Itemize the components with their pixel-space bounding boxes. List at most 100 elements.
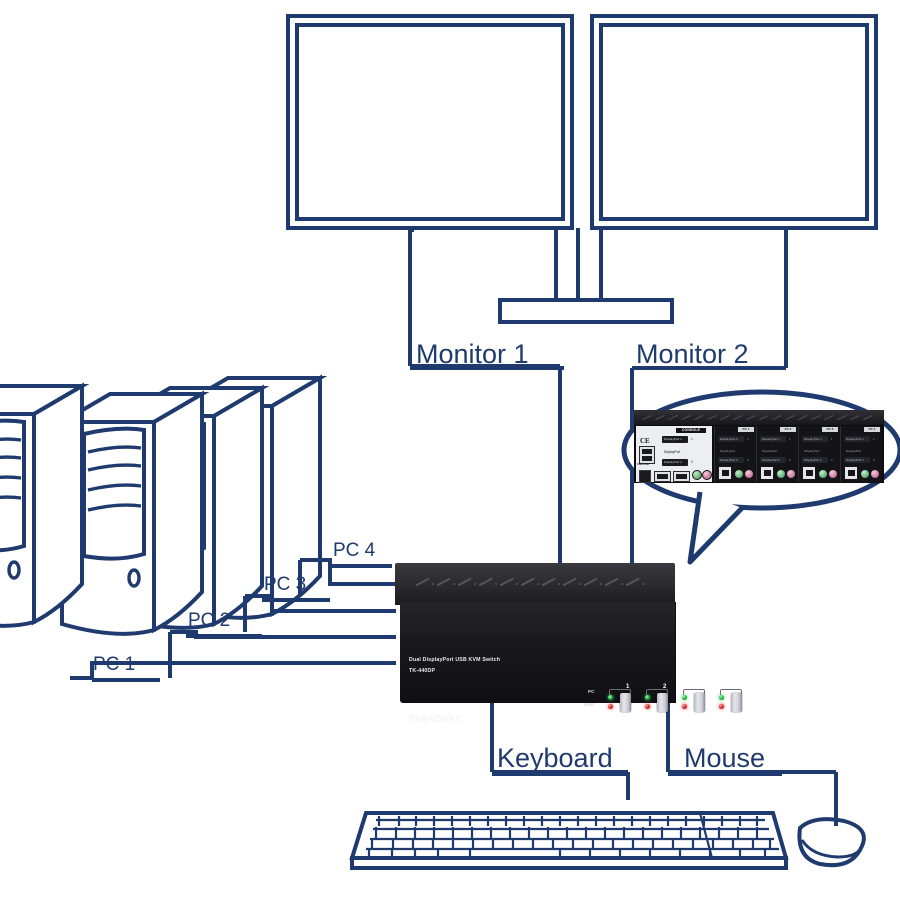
pc4-speaker-jack[interactable] bbox=[860, 469, 870, 479]
port-bracket-3 bbox=[683, 689, 705, 695]
pc1-displayport-2[interactable]: DisplayPort 2 bbox=[718, 457, 744, 463]
pc4-usb-b-port[interactable] bbox=[844, 466, 858, 480]
pc3-dp-icon-label: DisplayPort bbox=[804, 449, 820, 453]
pc3-displayport-2[interactable]: DisplayPort 2 bbox=[802, 457, 828, 463]
rear-vent-slot bbox=[863, 414, 873, 421]
led-pc-1 bbox=[608, 695, 613, 700]
console-dp1-index: 1 bbox=[691, 437, 693, 441]
rear-vent-slot bbox=[772, 414, 782, 421]
pc2-displayport-2[interactable]: DisplayPort 2 bbox=[760, 457, 786, 463]
console-mic-jack[interactable] bbox=[702, 470, 712, 480]
rear-pc-block-4: PC 4 DisplayPort 1 1 DisplayPort Display… bbox=[840, 426, 882, 482]
pc3-displayport-1[interactable]: DisplayPort 1 bbox=[802, 436, 828, 442]
vent-slot bbox=[457, 577, 472, 586]
pc-1-label: PC 1 bbox=[93, 654, 136, 675]
vent-dot bbox=[453, 583, 455, 585]
console-dp1-text: DisplayPort 1 bbox=[664, 437, 682, 441]
rear-vent-slot bbox=[733, 414, 743, 421]
pc2-dp2-index: 2 bbox=[789, 458, 791, 462]
rear-top-vents bbox=[634, 410, 884, 426]
pc1-dp1-text: DisplayPort 1 bbox=[720, 436, 738, 441]
pc4-displayport-1[interactable]: DisplayPort 1 bbox=[844, 436, 870, 442]
pc2-usb-b-port[interactable] bbox=[760, 466, 774, 480]
kvm-model-text: Dual DisplayPort USB KVM Switch bbox=[409, 657, 501, 663]
usb-hub-ports[interactable] bbox=[639, 446, 655, 464]
port-button-1[interactable] bbox=[620, 693, 631, 712]
rear-pc-block-2: PC 2 DisplayPort 1 1 DisplayPort Display… bbox=[756, 426, 798, 482]
rear-vent-slot bbox=[824, 414, 834, 421]
pc3-dp1-index: 1 bbox=[831, 437, 833, 441]
tower-1 bbox=[0, 384, 84, 628]
led-pc-2 bbox=[645, 695, 650, 700]
console-displayport-1[interactable]: DisplayPort 1 bbox=[662, 436, 688, 443]
ce-mark-icon: CE bbox=[640, 437, 650, 445]
port-number-2: 2 bbox=[663, 684, 667, 690]
rear-vent-slot bbox=[759, 414, 769, 421]
rear-pc-tag-2: PC 2 bbox=[780, 427, 796, 432]
vent-dot bbox=[516, 583, 518, 585]
pc4-mic-jack[interactable] bbox=[870, 469, 880, 479]
pc3-dp1-text: DisplayPort 1 bbox=[804, 436, 822, 441]
pc1-dp1-index: 1 bbox=[747, 437, 749, 441]
vent-slot bbox=[541, 577, 556, 586]
vent-dot bbox=[474, 583, 476, 585]
monitor-1-graphic bbox=[286, 14, 574, 230]
console-mouse-port[interactable] bbox=[673, 471, 690, 482]
pc2-dp1-index: 1 bbox=[789, 437, 791, 441]
led-pc-4 bbox=[719, 695, 724, 700]
pc-4-label: PC 4 bbox=[333, 540, 376, 561]
console-keyboard-port[interactable] bbox=[654, 471, 671, 482]
port-button-3[interactable] bbox=[694, 693, 705, 712]
pc1-usb-b-port[interactable] bbox=[718, 466, 732, 480]
kvm-top-vent-panel bbox=[395, 563, 675, 605]
pc4-dp2-text: DisplayPort 2 bbox=[846, 457, 864, 462]
pc4-dp1-index: 1 bbox=[873, 437, 875, 441]
rear-pc-tag-1: PC 1 bbox=[738, 427, 754, 432]
pc3-speaker-jack[interactable] bbox=[818, 469, 828, 479]
power-jack[interactable] bbox=[639, 470, 651, 483]
cable-pc1 bbox=[70, 661, 396, 680]
cable-monitor-1 bbox=[408, 228, 562, 572]
trendnet-logo: TRENDNET bbox=[409, 714, 462, 724]
pc1-mic-jack[interactable] bbox=[744, 469, 754, 479]
rear-vent-slot bbox=[720, 414, 730, 421]
led-pc-3 bbox=[682, 695, 687, 700]
pc1-displayport-1[interactable]: DisplayPort 1 bbox=[718, 436, 744, 442]
rear-vent-slot bbox=[681, 414, 691, 421]
port-button-group-4[interactable]: 4 bbox=[714, 684, 752, 714]
pc4-dp2-index: 2 bbox=[873, 458, 875, 462]
pc3-mic-jack[interactable] bbox=[828, 469, 838, 479]
pc-3-label: PC 3 bbox=[264, 574, 307, 595]
pc2-displayport-1[interactable]: DisplayPort 1 bbox=[760, 436, 786, 442]
console-dp2-index: 2 bbox=[691, 460, 693, 464]
vent-slot bbox=[415, 577, 430, 586]
pc3-usb-b-port[interactable] bbox=[802, 466, 816, 480]
pc2-speaker-jack[interactable] bbox=[776, 469, 786, 479]
rear-body: CONSOLE CE USB HUB DisplayPort 1 1 Displ… bbox=[634, 425, 884, 483]
monitor-2-label: Monitor 2 bbox=[636, 339, 749, 369]
port-number-4: 4 bbox=[737, 684, 741, 690]
pc-2-label: PC 2 bbox=[188, 610, 231, 631]
pc1-speaker-jack[interactable] bbox=[734, 469, 744, 479]
pc4-displayport-2[interactable]: DisplayPort 2 bbox=[844, 457, 870, 463]
rear-vent-slot bbox=[811, 414, 821, 421]
monitor-2-graphic bbox=[590, 14, 878, 230]
port-button-group-2[interactable]: 2 bbox=[640, 684, 678, 714]
port-button-4[interactable] bbox=[731, 693, 742, 712]
port-bracket-2 bbox=[646, 689, 668, 695]
port-button-group-3[interactable]: 3 bbox=[677, 684, 715, 714]
rear-pc-block-1: PC 1 DisplayPort 1 1 DisplayPort Display… bbox=[714, 426, 756, 482]
console-speaker-jack[interactable] bbox=[692, 470, 702, 480]
port-bracket-1 bbox=[609, 689, 631, 695]
vent-slot bbox=[604, 577, 619, 586]
vent-slots bbox=[415, 575, 655, 591]
vent-dot bbox=[537, 583, 539, 585]
rear-pc-tag-3: PC 3 bbox=[822, 427, 838, 432]
port-button-2[interactable] bbox=[657, 693, 668, 712]
rear-vent-slot bbox=[746, 414, 756, 421]
vent-slot bbox=[436, 577, 451, 586]
port-button-group-1[interactable]: 1 bbox=[603, 684, 641, 714]
pc2-mic-jack[interactable] bbox=[786, 469, 796, 479]
console-displayport-2[interactable]: DisplayPort 2 bbox=[662, 459, 688, 466]
